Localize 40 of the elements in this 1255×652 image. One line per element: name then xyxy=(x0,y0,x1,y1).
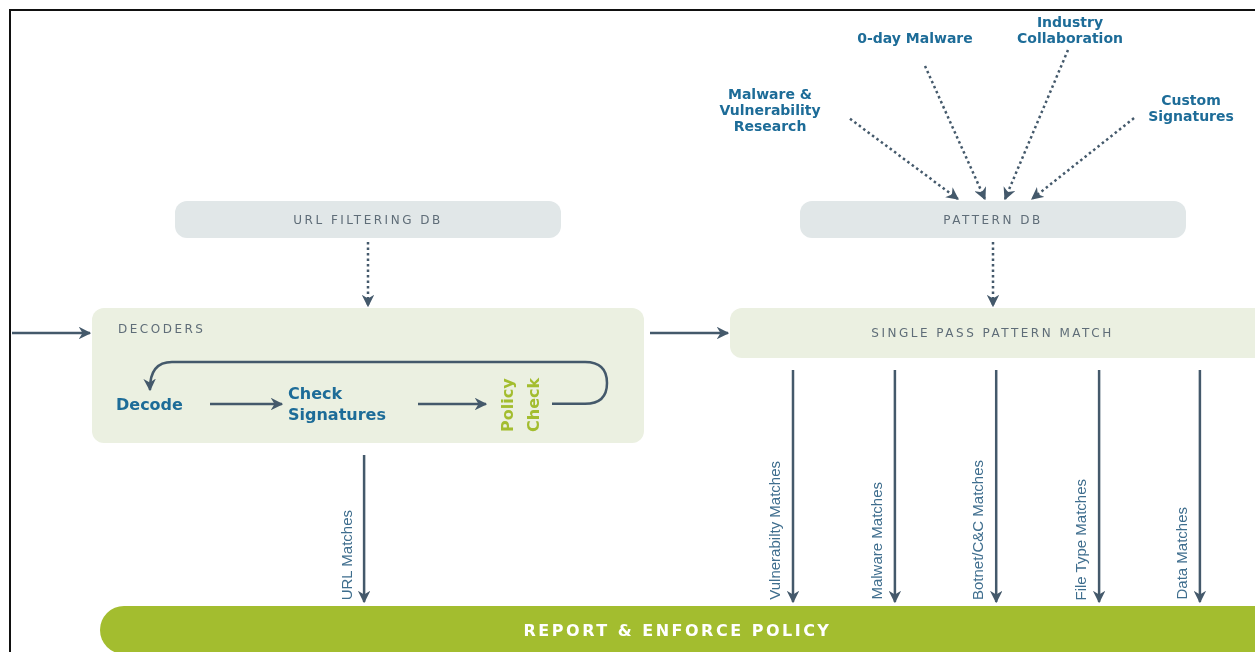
database-pill xyxy=(800,201,1186,238)
source-label: 0-day Malware xyxy=(857,30,973,46)
dotted-arrow xyxy=(1003,49,1070,201)
arrow xyxy=(143,360,609,406)
arrow xyxy=(1193,370,1207,604)
step-label: Policy Check xyxy=(497,376,544,432)
arrow xyxy=(418,397,488,411)
bar-label: REPORT & ENFORCE POLICY xyxy=(523,620,832,640)
decoders-panel xyxy=(92,308,644,443)
arrow xyxy=(989,370,1003,604)
edge-label: Data Matches xyxy=(1173,507,1191,600)
edge-label: File Type Matches xyxy=(1072,478,1090,600)
step-label: Decode xyxy=(116,393,183,415)
bar-label: SINGLE PASS PATTERN MATCH xyxy=(871,326,1114,340)
source-label: Custom Signatures xyxy=(1147,92,1235,124)
edge-label: Malware Matches xyxy=(868,482,886,600)
dotted-arrow xyxy=(923,65,987,201)
arrow xyxy=(1092,370,1106,604)
arrow xyxy=(12,326,92,340)
database-pill xyxy=(175,201,561,238)
policy-bar xyxy=(100,606,1255,652)
step-label: Check Signatures xyxy=(288,383,387,425)
dotted-arrow xyxy=(849,117,959,200)
arrow xyxy=(210,397,284,411)
edge-label: Botnet/C&C Matches xyxy=(969,459,987,600)
panel-title: DECODERS xyxy=(118,322,206,336)
edge-label: URL Matches xyxy=(338,509,356,600)
database-label: PATTERN DB xyxy=(943,212,1043,227)
pattern-match-bar xyxy=(730,308,1255,358)
dotted-arrow xyxy=(986,242,1000,308)
dotted-arrow xyxy=(361,242,375,308)
edge-label: Vulnerabilty Matches xyxy=(766,461,784,600)
source-label: Industry Collaboration xyxy=(1016,14,1124,46)
arrow xyxy=(357,455,371,604)
source-label: Malware & Vulnerability Research xyxy=(718,86,822,134)
database-label: URL FILTERING DB xyxy=(293,212,443,227)
dotted-arrow xyxy=(1031,117,1135,200)
arrow xyxy=(888,370,902,604)
arrow xyxy=(786,370,800,604)
arrow xyxy=(650,326,730,340)
